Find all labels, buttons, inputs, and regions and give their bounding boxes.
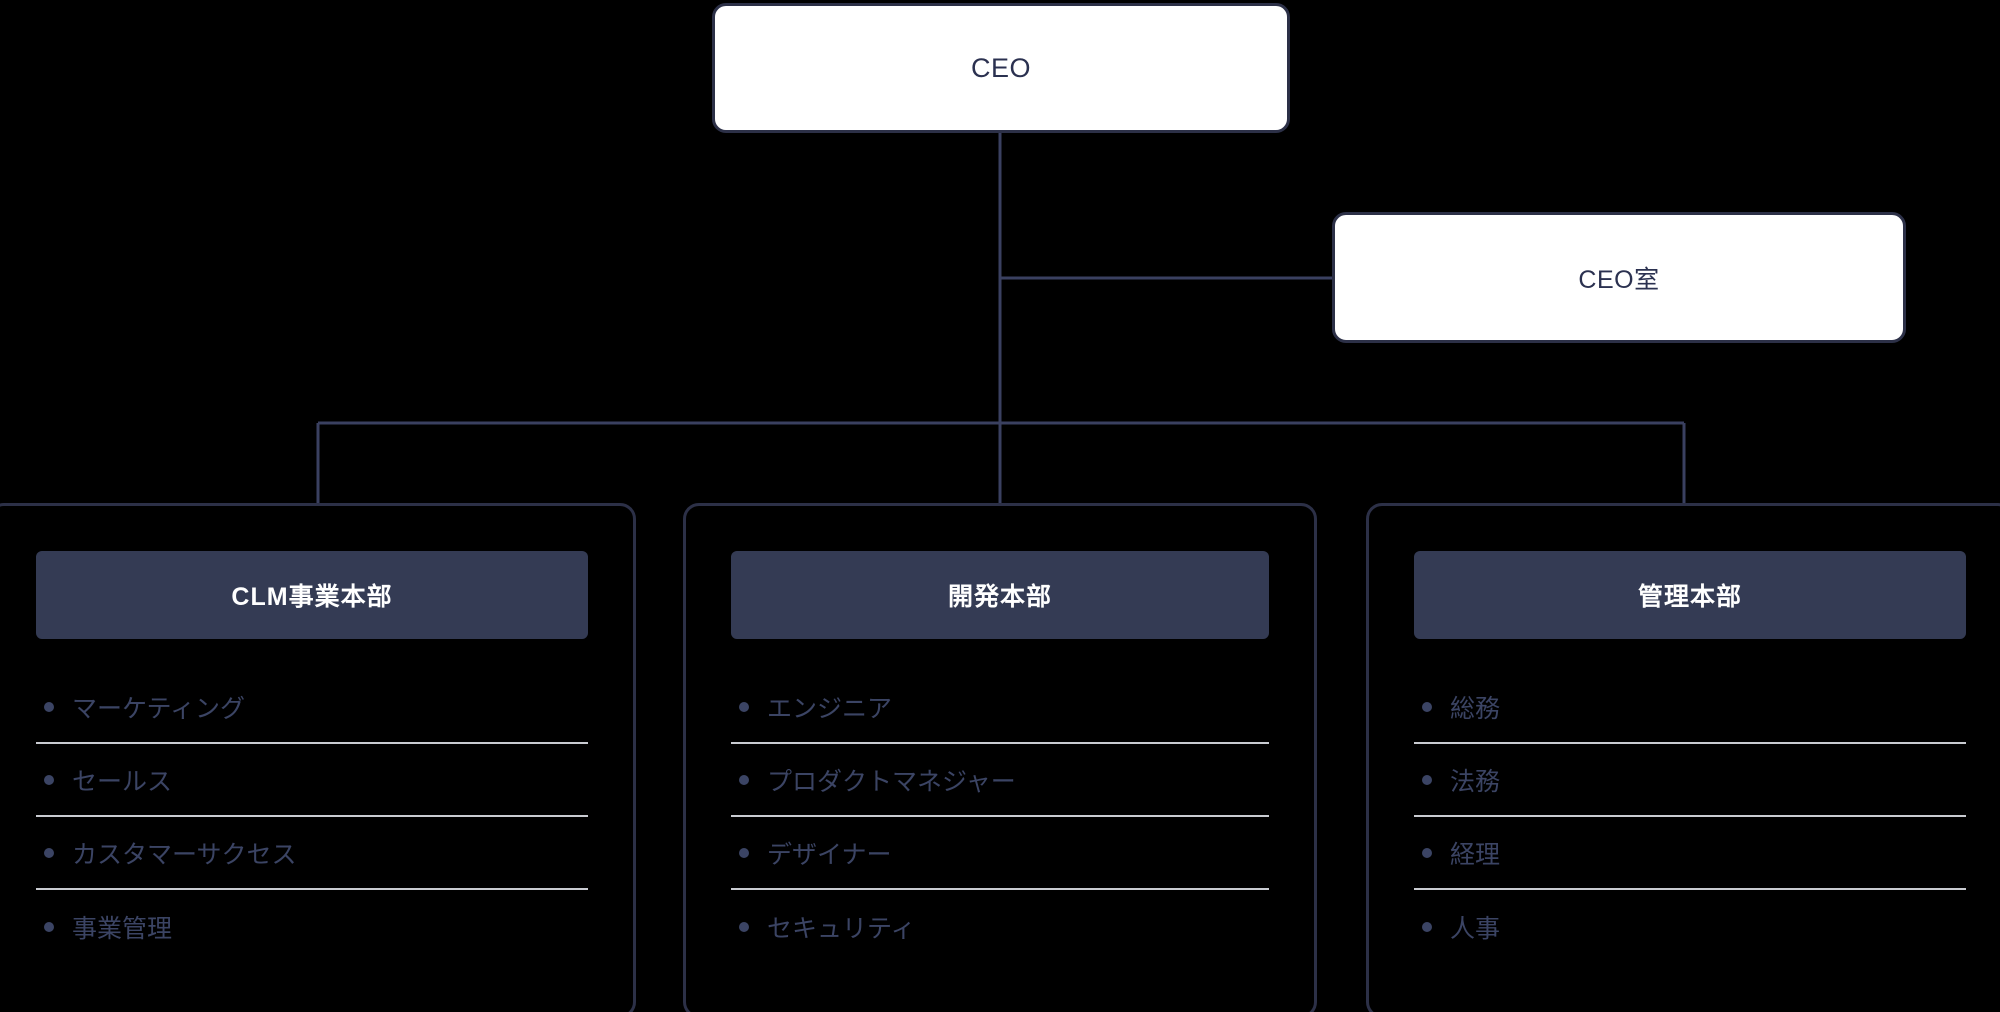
list-item-label: セキュリティ: [767, 914, 916, 943]
bullet-icon: [739, 774, 749, 785]
bullet-icon: [44, 701, 54, 712]
list-item-label: 経理: [1450, 840, 1501, 869]
list-item[interactable]: 人事: [1414, 890, 1966, 963]
department-card-administration[interactable]: 管理本部 総務 法務 経理 人事: [1366, 503, 2000, 1012]
list-item[interactable]: 経理: [1414, 817, 1966, 890]
list-item[interactable]: 総務: [1414, 671, 1966, 744]
department-list-administration: 総務 法務 経理 人事: [1414, 671, 1966, 963]
bullet-icon: [44, 847, 54, 858]
list-item[interactable]: セキュリティ: [731, 890, 1269, 963]
department-header-development: 開発本部: [731, 551, 1269, 639]
department-header-administration: 管理本部: [1414, 551, 1966, 639]
list-item-label: 法務: [1450, 767, 1501, 796]
list-item-label: 総務: [1450, 694, 1501, 723]
list-item-label: プロダクトマネジャー: [767, 767, 1016, 796]
department-list-development: エンジニア プロダクトマネジャー デザイナー セキュリティ: [731, 671, 1269, 963]
bullet-icon: [739, 921, 749, 932]
list-item[interactable]: カスタマーサクセス: [36, 817, 588, 890]
list-item[interactable]: セールス: [36, 744, 588, 817]
ceo-office-box[interactable]: CEO室: [1332, 212, 1906, 343]
department-title: 管理本部: [1637, 583, 1742, 611]
bullet-icon: [44, 921, 54, 932]
list-item[interactable]: マーケティング: [36, 671, 588, 744]
list-item[interactable]: プロダクトマネジャー: [731, 744, 1269, 817]
department-list-clm: マーケティング セールス カスタマーサクセス 事業管理: [36, 671, 588, 963]
bullet-icon: [44, 774, 54, 785]
list-item-label: 人事: [1450, 914, 1501, 943]
list-item[interactable]: 事業管理: [36, 890, 588, 963]
list-item-label: エンジニア: [767, 694, 893, 723]
department-card-clm[interactable]: CLM事業本部 マーケティング セールス カスタマーサクセス 事業管理: [0, 503, 636, 1012]
department-card-development[interactable]: 開発本部 エンジニア プロダクトマネジャー デザイナー セキュリティ: [683, 503, 1317, 1012]
list-item-label: セールス: [72, 767, 173, 796]
ceo-office-label: CEO室: [1578, 265, 1660, 294]
list-item[interactable]: 法務: [1414, 744, 1966, 817]
list-item-label: デザイナー: [767, 840, 892, 869]
list-item[interactable]: デザイナー: [731, 817, 1269, 890]
list-item-label: カスタマーサクセス: [72, 840, 297, 869]
bullet-icon: [739, 701, 749, 712]
list-item[interactable]: エンジニア: [731, 671, 1269, 744]
department-header-clm: CLM事業本部: [36, 551, 588, 639]
bullet-icon: [1422, 774, 1432, 785]
ceo-label: CEO: [970, 52, 1031, 83]
bullet-icon: [1422, 701, 1432, 712]
department-title: CLM事業本部: [231, 583, 393, 611]
department-title: 開発本部: [947, 583, 1052, 611]
list-item-label: 事業管理: [72, 914, 173, 943]
bullet-icon: [739, 847, 749, 858]
bullet-icon: [1422, 921, 1432, 932]
ceo-box[interactable]: CEO: [712, 3, 1290, 133]
bullet-icon: [1422, 847, 1432, 858]
list-item-label: マーケティング: [72, 694, 246, 723]
